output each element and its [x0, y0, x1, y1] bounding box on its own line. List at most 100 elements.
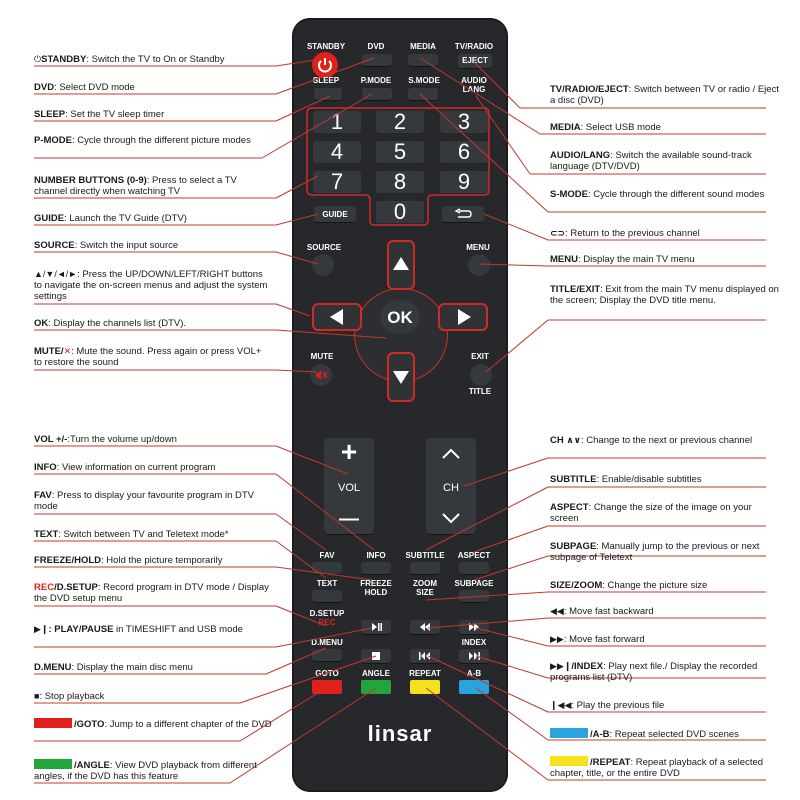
previous-icon: ❙◀◀	[550, 700, 572, 710]
note-text: : Switch the TV to On or Standby	[86, 54, 225, 65]
menu-button[interactable]	[468, 254, 490, 276]
text-button[interactable]	[312, 590, 342, 602]
digit-2: 2	[393, 109, 407, 134]
info-button[interactable]	[361, 562, 391, 574]
note-aspect: ASPECT: Change the size of the image on …	[550, 502, 782, 524]
note-rewind: ◀◀: Move fast backward	[550, 606, 782, 617]
dvd-label: DVD	[367, 42, 385, 51]
note-text: : Switch between TV or radio / Eject a d…	[550, 84, 779, 106]
note-key: TITLE/EXIT	[550, 284, 601, 295]
source-button[interactable]	[312, 254, 334, 276]
note-repeat: /REPEAT: Repeat playback of a selected c…	[550, 756, 782, 779]
note-index: ▶▶❙/INDEX: Play next file./ Display the …	[550, 661, 782, 683]
up-button[interactable]	[387, 240, 415, 290]
ok-button[interactable]: OK	[380, 300, 420, 334]
return-button[interactable]	[442, 206, 484, 222]
note-text: : Move fast backward	[563, 606, 654, 617]
digit-9: 9	[457, 169, 471, 194]
note-key: SUBTITLE	[550, 474, 597, 485]
note-key: OK	[34, 318, 49, 329]
digit-1-button[interactable]: 1	[313, 111, 361, 133]
aspect-button[interactable]	[459, 562, 489, 574]
note-key2: /D.SETUP	[54, 582, 98, 593]
previous-button[interactable]	[410, 649, 440, 663]
note-key: /ANGLE	[74, 760, 110, 771]
note-text: : Hold the picture temporarily	[101, 555, 223, 566]
note-sleep: SLEEP: Set the TV sleep timer	[34, 109, 272, 120]
digit-7-button[interactable]: 7	[313, 171, 361, 193]
note-text: : Display the channels list (DTV).	[48, 318, 187, 329]
fav-button[interactable]	[312, 562, 342, 574]
note-key: : PLAY/PAUSE	[48, 624, 114, 635]
note-navigation: ▲/▼/◄/►: Press the UP/DOWN/LEFT/RIGHT bu…	[34, 269, 272, 302]
digit-5-button[interactable]: 5	[376, 141, 424, 163]
note-text: : Press to select a TV channel directly …	[34, 175, 237, 197]
note-stop: ■: Stop playback	[34, 691, 272, 702]
subtitle-button[interactable]	[410, 562, 440, 574]
dmenu-button[interactable]	[312, 649, 342, 661]
exit-label: EXIT	[471, 352, 489, 361]
note-text: : Press to display your favourite progra…	[34, 490, 254, 512]
play-pause-button[interactable]	[361, 620, 391, 634]
note-key: /GOTO	[74, 719, 105, 730]
volume-rocker[interactable]: + VOL —	[324, 436, 374, 534]
note-text: : Repeat playback of a selected chapter,…	[550, 757, 764, 779]
note-key: AUDIO/LANG	[550, 150, 611, 161]
blue-ab-button[interactable]	[459, 680, 489, 694]
left-button[interactable]	[312, 303, 362, 331]
digit-4-button[interactable]: 4	[313, 141, 361, 163]
fast-forward-button[interactable]	[459, 620, 489, 634]
note-title-exit: TITLE/EXIT: Exit from the main TV menu d…	[550, 284, 782, 306]
digit-9-button[interactable]: 9	[440, 171, 488, 193]
mute-button[interactable]	[310, 364, 332, 386]
note-goto: /GOTO: Jump to a different chapter of th…	[34, 718, 272, 730]
green-angle-button[interactable]	[361, 680, 391, 694]
arrow-keys-icon: ▲/▼/◄/►	[34, 269, 78, 279]
note-key: GUIDE	[34, 213, 65, 224]
right-button[interactable]	[438, 303, 488, 331]
note-freeze: FREEZE/HOLD: Hold the picture temporaril…	[34, 555, 272, 566]
yellow-swatch	[550, 756, 588, 766]
mute-icon: ✕	[63, 346, 72, 356]
digit-6-button[interactable]: 6	[440, 141, 488, 163]
note-text: : Enable/disable subtitles	[596, 474, 702, 485]
tv-radio-label: TV/RADIO	[454, 42, 494, 51]
up-arrow-icon	[393, 257, 409, 270]
yellow-repeat-button[interactable]	[410, 680, 440, 694]
digit-7: 7	[330, 169, 344, 194]
mute-label: MUTE	[310, 352, 334, 361]
note-text: : Cycle through the different sound mode…	[588, 189, 765, 200]
fast-forward-icon	[469, 623, 479, 631]
exit-button[interactable]	[470, 364, 492, 386]
rewind-button[interactable]	[410, 620, 440, 634]
note-text: : Record program in DTV mode / Display t…	[34, 582, 269, 604]
next-button[interactable]	[459, 649, 489, 663]
aspect-label: ASPECT	[457, 551, 491, 560]
note-key: REC	[34, 582, 55, 593]
note-key: MUTE/	[34, 346, 64, 357]
channel-up-down-icon: ∧∨	[566, 435, 581, 445]
red-goto-button[interactable]	[312, 680, 342, 694]
note-return: ⊂⊃: Return to the previous channel	[550, 228, 782, 239]
digit-5: 5	[393, 139, 407, 164]
digit-3-button[interactable]: 3	[440, 111, 488, 133]
digit-8-button[interactable]: 8	[376, 171, 424, 193]
note-text: :Turn the volume up/down	[67, 434, 177, 445]
note-key: D.MENU	[34, 662, 72, 673]
play-pause-icon	[372, 623, 382, 631]
note-text: : Set the TV sleep timer	[65, 109, 165, 120]
channel-rocker[interactable]: CH	[426, 438, 476, 534]
left-arrow-icon	[330, 309, 343, 325]
angle-label: ANGLE	[362, 669, 390, 678]
note-smode: S-MODE: Cycle through the different soun…	[550, 189, 782, 200]
note-key: SLEEP	[34, 109, 66, 120]
guide-button[interactable]: GUIDE	[314, 206, 356, 222]
subpage-button[interactable]	[459, 590, 489, 602]
stop-button[interactable]	[361, 649, 391, 663]
down-button[interactable]	[387, 352, 415, 402]
note-subtitle: SUBTITLE: Enable/disable subtitles	[550, 474, 782, 485]
digit-2-button[interactable]: 2	[376, 111, 424, 133]
ab-label: A-B	[466, 669, 482, 678]
right-arrow-icon	[458, 309, 471, 325]
digit-0-button[interactable]: 0	[376, 201, 424, 223]
